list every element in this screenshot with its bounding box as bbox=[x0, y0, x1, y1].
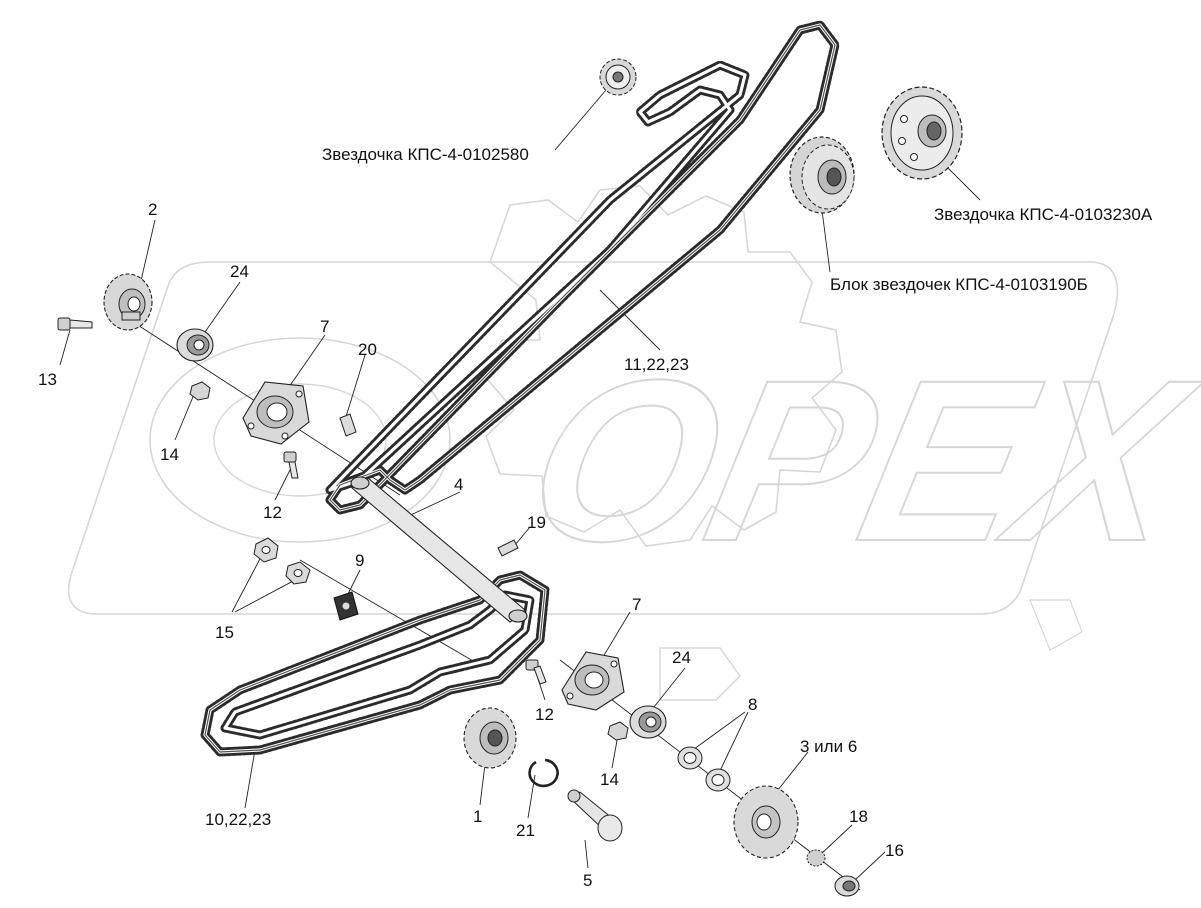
label-part-2: 2 bbox=[148, 200, 157, 219]
sprocket-part-1 bbox=[463, 707, 517, 769]
sprocket-large-right bbox=[881, 86, 963, 180]
nut-part-15 bbox=[253, 537, 311, 585]
label-part-14-top: 14 bbox=[160, 445, 179, 464]
label-part-9: 9 bbox=[355, 551, 364, 570]
label-part-10-22-23: 10,22,23 bbox=[205, 810, 271, 829]
label-sprocket-block-0103190b: Блок звездочек КПС-4-0103190Б bbox=[830, 275, 1088, 294]
label-part-1: 1 bbox=[473, 807, 482, 826]
label-part-20: 20 bbox=[358, 340, 377, 359]
watermark-gear-outline bbox=[485, 185, 843, 547]
label-part-15: 15 bbox=[215, 623, 234, 642]
bearing-part-24-top bbox=[176, 328, 214, 362]
shaft bbox=[350, 476, 528, 623]
flange-part-7-bottom bbox=[561, 651, 625, 711]
label-part-19: 19 bbox=[527, 513, 546, 532]
label-part-11-22-23: 11,22,23 bbox=[624, 355, 689, 374]
label-part-7-bottom: 7 bbox=[632, 595, 641, 614]
bearing-part-24-bottom bbox=[629, 705, 667, 739]
sprocket-part-3-or-6 bbox=[733, 785, 799, 859]
label-sprocket-0103230a: Звездочка КПС-4-0103230А bbox=[934, 205, 1153, 224]
label-part-18: 18 bbox=[849, 807, 868, 826]
bolt-part-13 bbox=[57, 317, 93, 331]
callout-labels: Звездочка КПС-4-0102580 Звездочка КПС-4-… bbox=[38, 145, 1153, 890]
label-part-8: 8 bbox=[748, 695, 757, 714]
label-part-21: 21 bbox=[516, 821, 535, 840]
label-part-7-top: 7 bbox=[320, 317, 329, 336]
label-part-24-bottom: 24 bbox=[672, 648, 691, 667]
washer-part-8 bbox=[677, 746, 731, 792]
plate-part-9 bbox=[333, 591, 359, 621]
lower-chain bbox=[200, 570, 550, 757]
label-part-5: 5 bbox=[583, 871, 592, 890]
nut-part-14-top bbox=[189, 381, 211, 401]
watermark-text: OPEX bbox=[509, 332, 1201, 589]
sprocket-part-2 bbox=[103, 273, 153, 331]
watermark: OPEX bbox=[68, 185, 1201, 701]
watermark-letter-o bbox=[149, 337, 451, 543]
axle-part-5 bbox=[567, 789, 623, 842]
key-part-19 bbox=[497, 539, 519, 557]
bolt-part-12-top bbox=[283, 451, 299, 479]
nut-part-14-bottom bbox=[607, 721, 629, 741]
bolt-part-12-bottom bbox=[525, 659, 547, 685]
label-part-13: 13 bbox=[38, 370, 57, 389]
watermark-plate-outline bbox=[68, 261, 1119, 615]
flange-part-7-top bbox=[242, 381, 310, 445]
upper-chain bbox=[325, 20, 840, 515]
label-part-24-top: 24 bbox=[230, 262, 249, 281]
label-part-4: 4 bbox=[454, 475, 463, 494]
label-part-16: 16 bbox=[885, 841, 904, 860]
key-part-20 bbox=[339, 413, 357, 437]
label-part-12-top: 12 bbox=[263, 503, 282, 522]
label-part-14-bottom: 14 bbox=[600, 770, 619, 789]
label-part-3-or-6: 3 или 6 bbox=[800, 737, 857, 756]
label-part-12-bottom: 12 bbox=[535, 705, 554, 724]
label-sprocket-0102580: Звездочка КПС-4-0102580 bbox=[322, 145, 529, 164]
pin-part-18 bbox=[806, 849, 826, 867]
washer-part-16 bbox=[834, 875, 860, 897]
sprocket-small-top bbox=[599, 58, 637, 96]
circlip-part-21 bbox=[528, 758, 559, 788]
sprocket-block bbox=[789, 136, 855, 214]
